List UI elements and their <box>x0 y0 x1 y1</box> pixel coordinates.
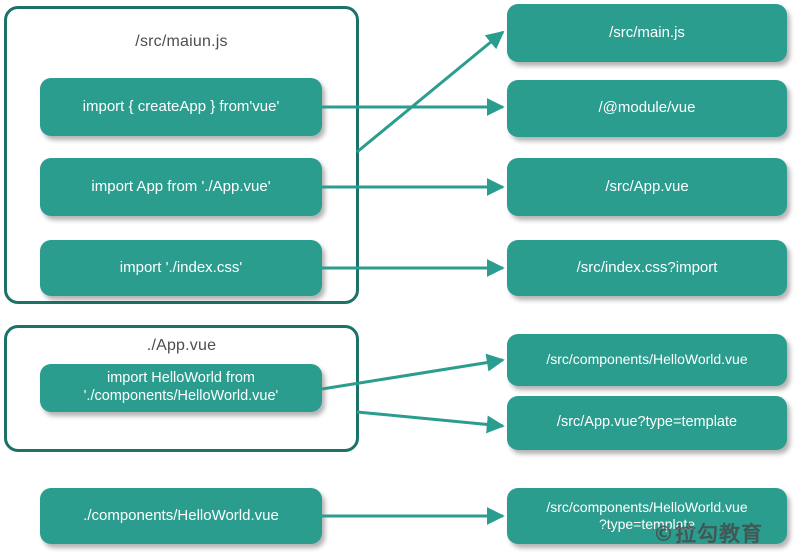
node-resolved-src-main-js[interactable]: /src/main.js <box>507 4 787 62</box>
node-import-app[interactable]: import App from './App.vue' <box>40 158 322 216</box>
node-import-createapp[interactable]: import { createApp } from'vue' <box>40 78 322 136</box>
node-components-helloworld[interactable]: ./components/HelloWorld.vue <box>40 488 322 544</box>
watermark: ©拉勾教育 <box>653 522 763 546</box>
node-resolved-src-app-vue[interactable]: /src/App.vue <box>507 158 787 216</box>
group-app-vue-title: ./App.vue <box>146 337 217 354</box>
node-import-indexcss[interactable]: import './index.css' <box>40 240 322 296</box>
node-resolved-src-components-helloworld[interactable]: /src/components/HelloWorld.vue <box>507 334 787 386</box>
edge-group-app-vue-to-src-app-vue-template <box>356 410 505 434</box>
edge-group-main-to-src-main-js <box>356 30 505 154</box>
node-import-helloworld[interactable]: import HelloWorld from './components/Hel… <box>40 364 322 412</box>
node-resolved-src-components-helloworld-template[interactable]: /src/components/HelloWorld.vue ?type=tem… <box>507 488 787 544</box>
node-resolved-module-vue[interactable]: /@module/vue <box>507 80 787 137</box>
group-main-js-title: /src/maiun.js <box>135 33 228 50</box>
node-resolved-src-index-css[interactable]: /src/index.css?import <box>507 240 787 296</box>
node-resolved-src-app-vue-template[interactable]: /src/App.vue?type=template <box>507 396 787 450</box>
